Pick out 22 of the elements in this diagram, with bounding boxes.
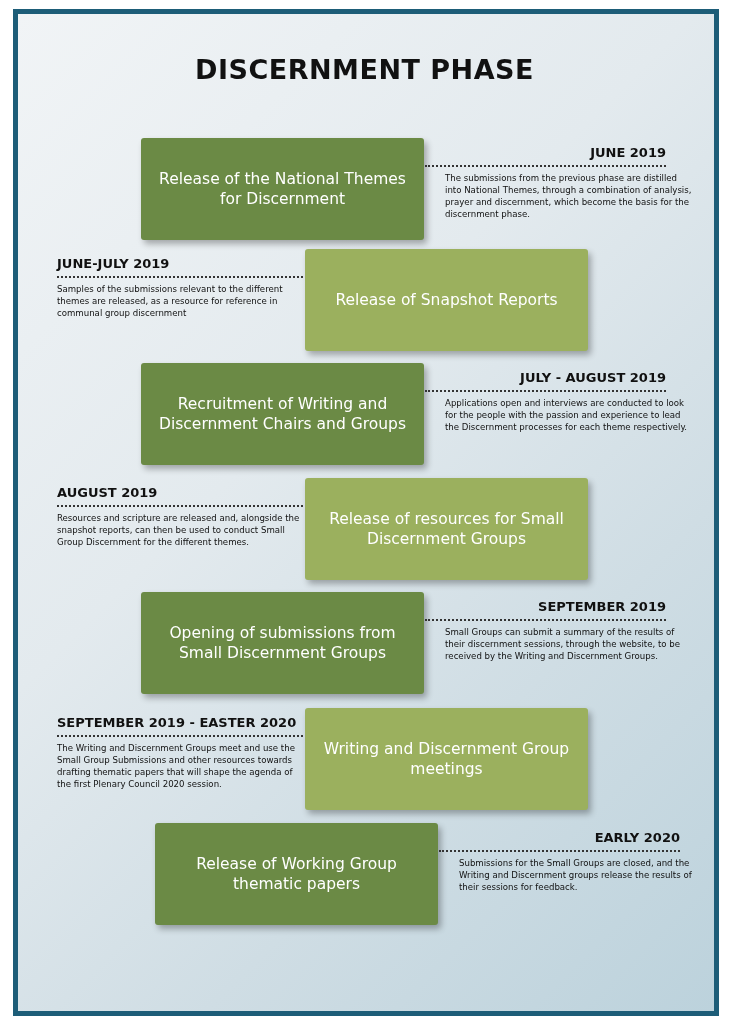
description-text: The Writing and Discernment Groups meet and use the Small Group Submissions and other resources towards drafting thematic papers that will shape the agenda of the first Plenary Council 2020 session. [57,742,296,791]
process-box: Release of Snapshot Reports [305,249,588,351]
title: DISCERNMENT PHASE [195,54,534,85]
date-label: SEPTEMBER 2019 - EASTER 2020 [57,715,297,730]
description-text: The submissions from the previous phase are distilled into National Themes, through a combination of analysis, prayer and discernment, which become the basis for the discernment phase. [445,172,693,221]
process-box: Opening of submissions from Small Discernment Groups [141,592,424,694]
description-text: Applications open and interviews are conducted to look for the people with the passion and experience to lead the Discernment processes for each theme respectively. [445,397,689,434]
process-box: Writing and Discernment Group meetings [305,708,588,810]
description-text: Resources and scripture are released and, alongside the snapshot reports, can then be used to conduct Small Group Discernment for the different themes. [57,512,301,549]
date-label: JULY - AUGUST 2019 [520,370,666,385]
process-box: Release of Working Group thematic papers [155,823,438,925]
date-label: JUNE 2019 [590,145,666,160]
date-label: JUNE-JULY 2019 [57,256,170,271]
date-label: AUGUST 2019 [57,485,158,500]
date-label: SEPTEMBER 2019 [538,599,666,614]
description-text: Small Groups can submit a summary of the results of their discernment sessions, through the website, to be received by the Writing and Discernment Groups. [445,626,682,663]
process-box: Release of resources for Small Discernment Groups [305,478,588,580]
description-text: Samples of the submissions relevant to the different themes are released, as a resource for reference in communal group discernment [57,283,284,320]
process-box: Release of the National Themes for Discernment [141,138,424,240]
date-label: EARLY 2020 [594,830,680,845]
process-box: Recruitment of Writing and Discernment Chairs and Groups [141,363,424,465]
description-text: Submissions for the Small Groups are closed, and the Writing and Discernment groups release the results of their sessions for feedback. [459,857,693,894]
